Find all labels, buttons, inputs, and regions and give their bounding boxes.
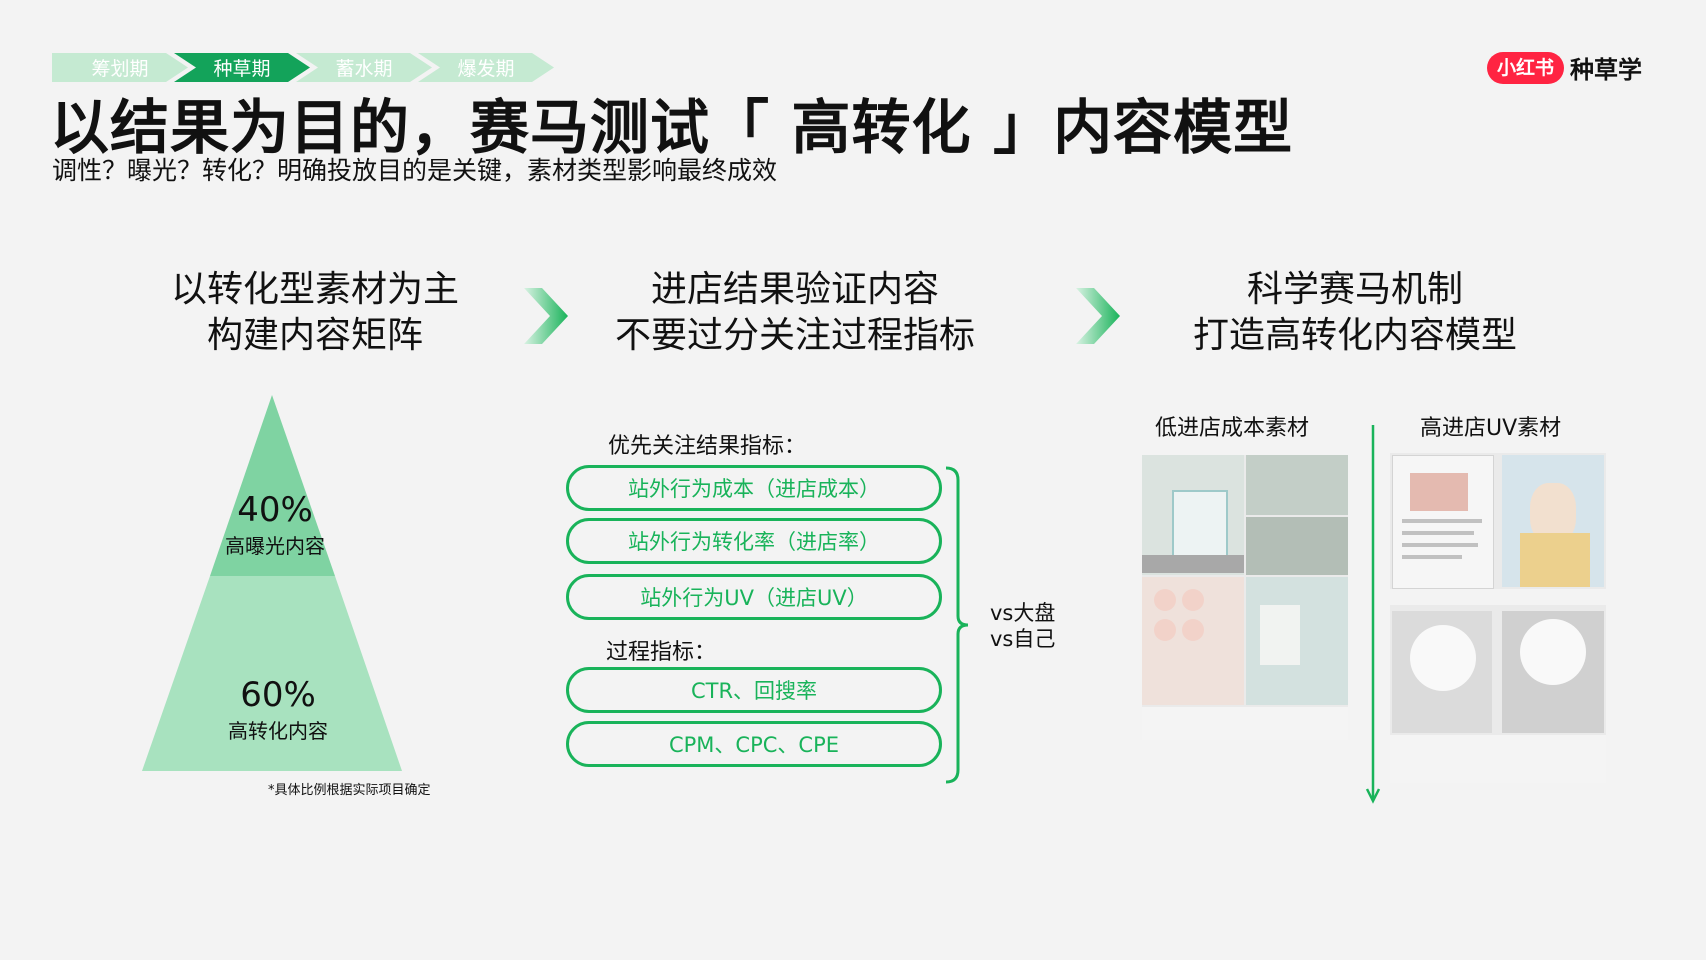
column-heading-2: 进店结果验证内容 不要过分关注过程指标 — [590, 267, 1000, 359]
high-uv-material-label: 高进店UV素材 — [1420, 416, 1562, 441]
pyramid-bottom-segment — [142, 576, 402, 771]
metric-pill-cpm: CPM、CPC、CPE — [566, 721, 942, 767]
phase-tab-planning[interactable]: 筹划期 — [52, 53, 188, 82]
process-metrics-label: 过程指标： — [606, 640, 717, 665]
pyramid-footnote: *具体比例根据实际项目确定 — [268, 783, 431, 798]
chevron-right-icon — [524, 288, 568, 344]
metric-pill-ctr: CTR、回搜率 — [566, 667, 942, 713]
low-cost-material-screenshot — [1142, 455, 1348, 740]
xiaohongshu-logo: 小红书 — [1487, 51, 1565, 84]
content-pyramid — [142, 395, 402, 771]
column-heading-1-line2: 构建内容矩阵 — [206, 315, 423, 356]
column-heading-3: 科学赛马机制 打造高转化内容模型 — [1170, 267, 1540, 359]
pyramid-top-label: 40% 高曝光内容 — [200, 490, 350, 559]
page-subtitle: 调性？曝光？转化？明确投放目的是关键，素材类型影响最终成效 — [52, 156, 778, 185]
pyramid-bottom-label: 60% 高转化内容 — [203, 675, 353, 744]
arrow-down-icon — [1365, 425, 1381, 804]
page-title: 以结果为目的，赛马测试「 高转化 」内容模型 — [50, 93, 1294, 162]
high-uv-material-screenshot — [1390, 453, 1606, 783]
column-heading-2-line1: 进店结果验证内容 — [650, 269, 939, 310]
column-heading-3-line1: 科学赛马机制 — [1246, 269, 1463, 310]
low-cost-material-label: 低进店成本素材 — [1155, 416, 1310, 441]
column-heading-1: 以转化型素材为主 构建内容矩阵 — [150, 267, 480, 359]
column-heading-3-line2: 打造高转化内容模型 — [1192, 315, 1517, 356]
phase-tab-accumulate[interactable]: 蓄水期 — [296, 53, 432, 82]
column-heading-2-line2: 不要过分关注过程指标 — [614, 315, 975, 356]
compare-line1: vs大盘 — [990, 601, 1056, 625]
brand-name: 种草学 — [1570, 56, 1643, 84]
pyramid-top-text: 高曝光内容 — [225, 534, 325, 558]
compare-line2: vs自己 — [990, 627, 1056, 651]
compare-label: vs大盘 vs自己 — [990, 600, 1055, 652]
metric-pill-uv: 站外行为UV（进店UV） — [566, 574, 942, 620]
column-heading-1-line1: 以转化型素材为主 — [170, 269, 459, 310]
metric-pill-conversion-rate: 站外行为转化率（进店率） — [566, 518, 942, 564]
right-brace-icon — [945, 466, 969, 784]
pyramid-bottom-text: 高转化内容 — [228, 719, 328, 743]
pyramid-top-segment — [210, 395, 335, 576]
result-metrics-label: 优先关注结果指标： — [608, 434, 807, 459]
pyramid-bottom-percent: 60% — [240, 675, 316, 715]
metric-pill-cost: 站外行为成本（进店成本） — [566, 465, 942, 511]
phase-tab-burst[interactable]: 爆发期 — [418, 53, 554, 82]
chevron-right-icon — [1076, 288, 1120, 344]
phase-tabs: 筹划期 种草期 蓄水期 爆发期 — [52, 53, 562, 82]
phase-tab-seeding[interactable]: 种草期 — [174, 53, 310, 82]
pyramid-top-percent: 40% — [237, 490, 313, 530]
brand-logo: 小红书 种草学 — [1487, 50, 1642, 85]
